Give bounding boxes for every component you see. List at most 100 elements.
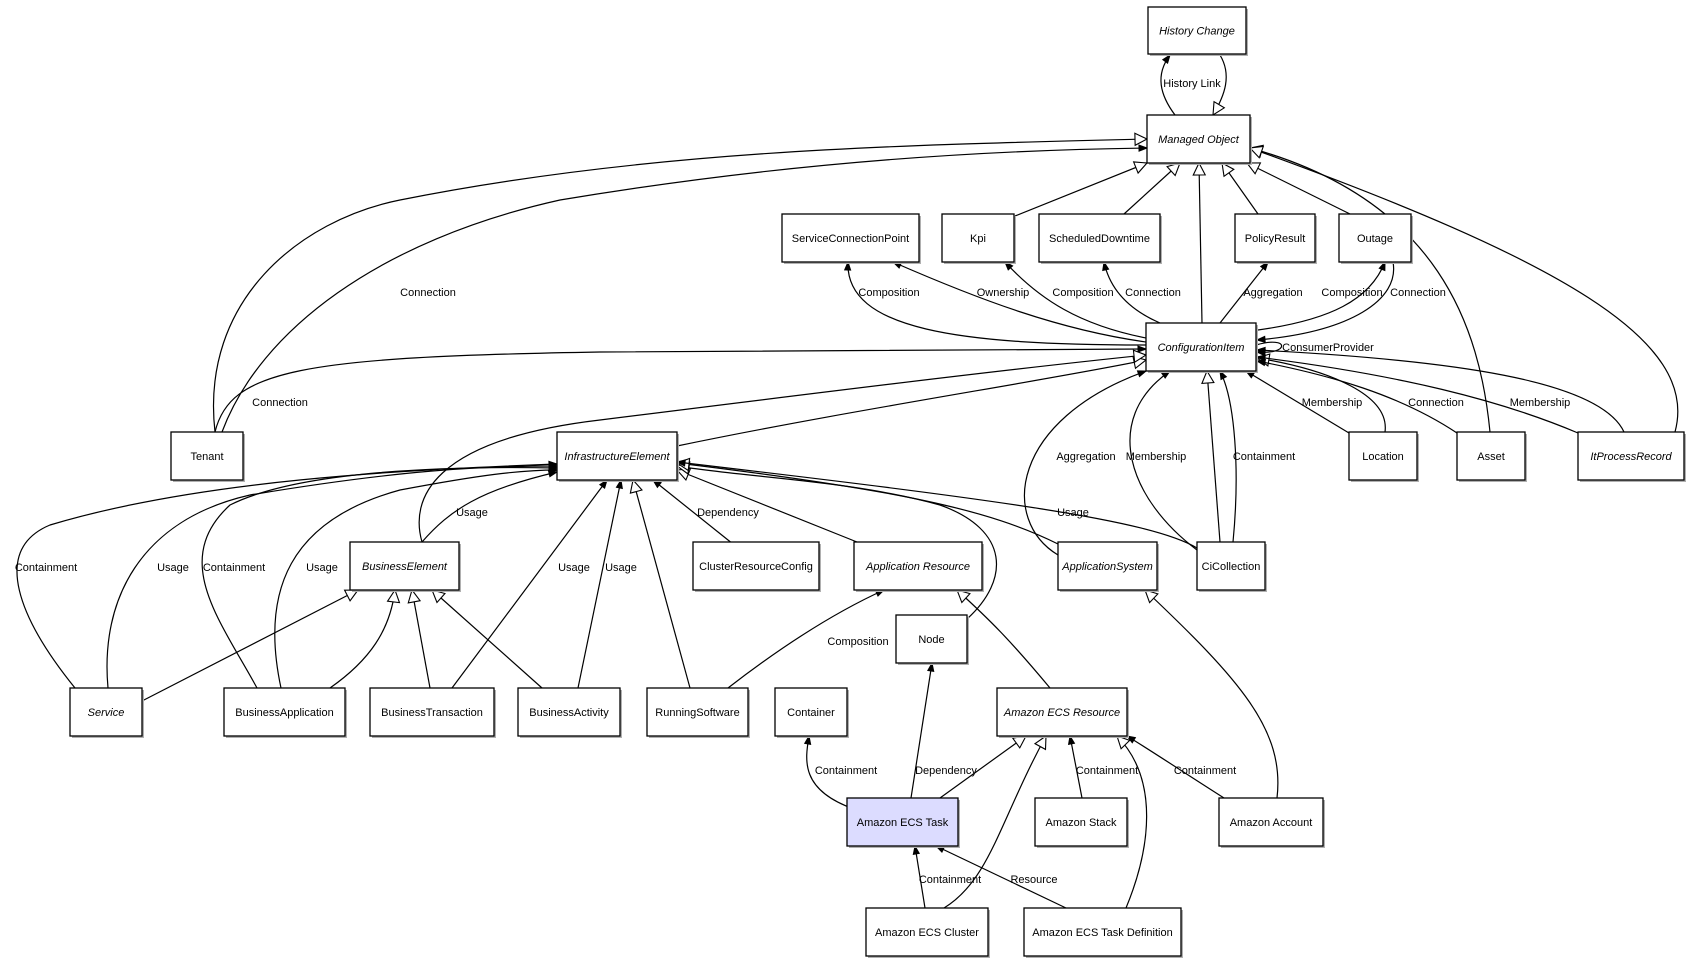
node-label: Outage <box>1357 233 1393 245</box>
node-box[interactable] <box>69 687 143 737</box>
hollow-triangle-arrowhead-icon <box>1201 369 1215 385</box>
class-node-service[interactable]: Service <box>69 687 144 738</box>
node-box[interactable] <box>846 797 959 847</box>
edge-label: Connection <box>252 397 308 409</box>
filled-arrowhead-icon <box>1102 260 1110 272</box>
edge-inheritance-application_system-to-infrastructure_element <box>675 457 1059 545</box>
node-box[interactable] <box>774 687 848 737</box>
node-box[interactable] <box>692 541 820 591</box>
node-box[interactable] <box>170 431 244 481</box>
edge-line <box>676 469 863 545</box>
class-node-configuration-item[interactable]: ConfigurationItem <box>1145 322 1258 373</box>
edge-label: History Link <box>1163 78 1221 90</box>
class-node-business-application[interactable]: BusinessApplication <box>223 687 347 738</box>
node-box[interactable] <box>1038 213 1161 263</box>
hollow-triangle-arrowhead-icon <box>407 588 422 604</box>
edge-line <box>1256 356 1579 434</box>
filled-arrowhead-icon <box>1137 345 1148 353</box>
node-label: Application Resource <box>865 561 970 573</box>
class-node-amazon-account[interactable]: Amazon Account <box>1218 797 1325 848</box>
class-node-history-change[interactable]: History Change <box>1147 6 1248 56</box>
edge-line <box>1219 370 1237 543</box>
node-box[interactable] <box>517 687 621 737</box>
edge-line <box>212 138 1148 433</box>
edge-association-it_process_record-to-configuration_item <box>1255 346 1625 433</box>
class-node-container[interactable]: Container <box>774 687 849 738</box>
class-node-application-resource[interactable]: Application Resource <box>853 541 984 592</box>
filled-arrowhead-icon <box>548 466 559 474</box>
edge-inheritance-amazon_ecs_resource-to-application_resource <box>956 589 1051 689</box>
node-box[interactable] <box>1348 431 1418 481</box>
class-node-service-connection-point[interactable]: ServiceConnectionPoint <box>781 213 921 264</box>
class-node-infrastructure-element[interactable]: InfrastructureElement <box>556 431 679 482</box>
node-box[interactable] <box>865 907 989 957</box>
node-box[interactable] <box>941 213 1015 263</box>
class-node-amazon-ecs-resource[interactable]: Amazon ECS Resource <box>996 687 1129 738</box>
class-node-scheduled-downtime[interactable]: ScheduledDowntime <box>1038 213 1162 264</box>
class-node-outage[interactable]: Outage <box>1338 213 1413 264</box>
node-label: Amazon ECS Cluster <box>875 927 979 939</box>
filled-arrowhead-icon <box>598 478 608 490</box>
class-node-application-system[interactable]: ApplicationSystem <box>1057 541 1159 592</box>
node-box[interactable] <box>1196 541 1266 591</box>
node-label: BusinessTransaction <box>381 707 483 719</box>
class-node-policy-result[interactable]: PolicyResult <box>1234 213 1317 264</box>
class-node-business-transaction[interactable]: BusinessTransaction <box>369 687 496 738</box>
edge-line <box>956 589 1051 689</box>
edge-inheritance-history_change-to-managed_object <box>1212 54 1227 117</box>
class-node-asset[interactable]: Asset <box>1456 431 1527 482</box>
class-node-cluster-resource-config[interactable]: ClusterResourceConfig <box>692 541 821 592</box>
class-node-business-element[interactable]: BusinessElement <box>349 541 461 592</box>
node-label: ItProcessRecord <box>1590 451 1672 463</box>
edge-association-it_process_record-to-configuration_item <box>1255 354 1579 434</box>
class-node-tenant[interactable]: Tenant <box>170 431 245 482</box>
edge-inheritance-business_activity-to-business_element <box>431 589 543 689</box>
edge-inheritance-amazon_ecs_cluster-to-amazon_ecs_resource <box>943 734 1047 909</box>
node-box[interactable] <box>369 687 495 737</box>
node-box[interactable] <box>1577 431 1685 481</box>
class-node-location[interactable]: Location <box>1348 431 1419 482</box>
edge-line <box>411 589 431 689</box>
class-node-node[interactable]: Node <box>895 614 969 665</box>
filled-arrowhead-icon <box>1378 260 1386 272</box>
edge-line <box>652 479 734 545</box>
class-node-kpi[interactable]: Kpi <box>941 213 1016 264</box>
class-node-business-activity[interactable]: BusinessActivity <box>517 687 622 738</box>
edge-label: Connection <box>1125 287 1181 299</box>
node-box[interactable] <box>895 614 968 664</box>
node-box[interactable] <box>1146 114 1251 164</box>
edges-layer <box>16 53 1679 909</box>
node-box[interactable] <box>223 687 346 737</box>
node-box[interactable] <box>853 541 983 591</box>
class-node-it-process-record[interactable]: ItProcessRecord <box>1577 431 1686 482</box>
class-node-running-software[interactable]: RunningSoftware <box>646 687 750 738</box>
node-box[interactable] <box>996 687 1128 737</box>
class-node-amazon-ecs-cluster[interactable]: Amazon ECS Cluster <box>865 907 990 958</box>
node-label: Service <box>88 707 125 719</box>
node-box[interactable] <box>1338 213 1412 263</box>
node-box[interactable] <box>1147 6 1247 55</box>
node-box[interactable] <box>1456 431 1526 481</box>
node-box[interactable] <box>646 687 749 737</box>
node-box[interactable] <box>1034 797 1128 847</box>
edge-association-business_activity-to-infrastructure_element <box>577 478 623 689</box>
node-box[interactable] <box>1218 797 1324 847</box>
node-box[interactable] <box>1145 322 1257 372</box>
filled-arrowhead-icon <box>1125 735 1137 744</box>
node-box[interactable] <box>781 213 920 263</box>
class-node-ci-collection[interactable]: CiCollection <box>1196 541 1267 592</box>
class-node-amazon-ecs-task-definition[interactable]: Amazon ECS Task Definition <box>1023 907 1183 958</box>
node-box[interactable] <box>1023 907 1182 957</box>
edge-label: Connection <box>400 287 456 299</box>
node-box[interactable] <box>349 541 460 591</box>
edge-label: Dependency <box>915 765 977 777</box>
class-node-managed-object[interactable]: Managed Object <box>1146 114 1252 165</box>
node-box[interactable] <box>1234 213 1316 263</box>
class-node-amazon-stack[interactable]: Amazon Stack <box>1034 797 1129 848</box>
node-box[interactable] <box>556 431 678 481</box>
edge-line <box>16 463 558 689</box>
node-label: Location <box>1362 451 1404 463</box>
node-box[interactable] <box>1057 541 1158 591</box>
node-label: Node <box>918 634 944 646</box>
class-node-amazon-ecs-task[interactable]: Amazon ECS Task <box>846 797 960 848</box>
